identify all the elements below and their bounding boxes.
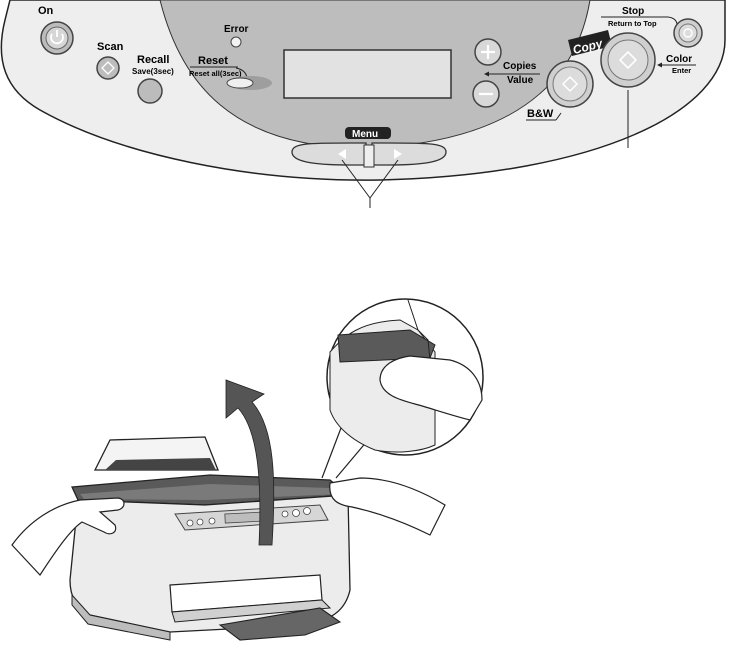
paper-slot	[105, 458, 216, 470]
output-tray	[171, 599, 332, 623]
printer-button	[186, 519, 194, 527]
menu-right-button[interactable]	[371, 142, 447, 166]
scan-button[interactable]	[96, 56, 120, 80]
magnify-pointer-left	[321, 427, 342, 479]
copies-pointer-icon	[484, 71, 489, 77]
scan-diamond-icon	[101, 61, 115, 75]
arrow-left-icon	[338, 149, 346, 159]
tray-extension	[218, 607, 342, 641]
control-panel: On Scan Recall Save(3sec) Error Reset Re…	[0, 0, 726, 208]
left-hand	[11, 497, 125, 576]
reset-label: Reset	[198, 55, 228, 67]
printer-base	[71, 593, 171, 641]
printer-button	[196, 518, 204, 526]
start-diamond-icon	[618, 50, 638, 70]
menu-callout-left	[341, 159, 371, 199]
on-label: On	[38, 5, 54, 17]
plus-icon	[481, 45, 495, 59]
color-pointer-icon	[657, 62, 662, 68]
recall-button[interactable]	[137, 78, 163, 104]
stop-pointer	[667, 16, 678, 25]
printer-button	[208, 517, 216, 525]
value-label: Value	[507, 75, 534, 86]
color-copy-button[interactable]	[600, 32, 656, 88]
copies-plus-button[interactable]	[474, 38, 502, 66]
menu-buttons[interactable]	[291, 142, 447, 168]
magnify-pointer-right	[335, 439, 369, 479]
menu-label: Menu	[352, 129, 378, 140]
scan-label: Scan	[97, 41, 124, 53]
menu-center-divider	[363, 144, 375, 168]
stop-sub-label: Return to Top	[608, 19, 657, 28]
error-label: Error	[224, 24, 249, 35]
magnified-lid	[337, 329, 436, 363]
printer-button	[281, 510, 289, 518]
lcd-display	[283, 49, 452, 99]
magnified-hand	[379, 355, 483, 421]
magnified-detail	[321, 298, 484, 479]
stop-button[interactable]	[673, 18, 703, 48]
recall-label: Recall	[137, 54, 169, 66]
right-hand	[329, 477, 446, 536]
arrow-right-icon	[394, 149, 402, 159]
stop-icon	[683, 28, 693, 38]
scanner-lid-top	[80, 484, 340, 500]
on-button[interactable]	[40, 21, 74, 55]
stop-label: Stop	[622, 6, 644, 17]
menu-left-button[interactable]	[291, 142, 367, 166]
error-light	[230, 36, 242, 48]
lift-arrow-icon	[225, 379, 275, 546]
printer-lcd	[224, 511, 266, 524]
printer-illustration	[69, 436, 351, 641]
enter-label: Enter	[672, 66, 691, 75]
reset-button[interactable]	[226, 76, 272, 90]
printer-button	[303, 507, 311, 515]
color-label: Color	[666, 54, 692, 65]
printer-button	[292, 509, 300, 517]
copies-minus-button[interactable]	[472, 80, 500, 108]
bw-copy-button[interactable]	[546, 60, 594, 108]
recall-sub-label: Save(3sec)	[132, 67, 174, 76]
bw-label: B&W	[527, 108, 554, 120]
bw-pointer	[555, 112, 562, 121]
menu-callout-right	[369, 159, 399, 199]
reset-sub-label: Reset all(3sec)	[189, 69, 242, 78]
menu-badge	[345, 127, 391, 139]
start-diamond-icon	[561, 75, 579, 93]
power-icon	[50, 30, 64, 45]
copies-label: Copies	[503, 61, 537, 72]
